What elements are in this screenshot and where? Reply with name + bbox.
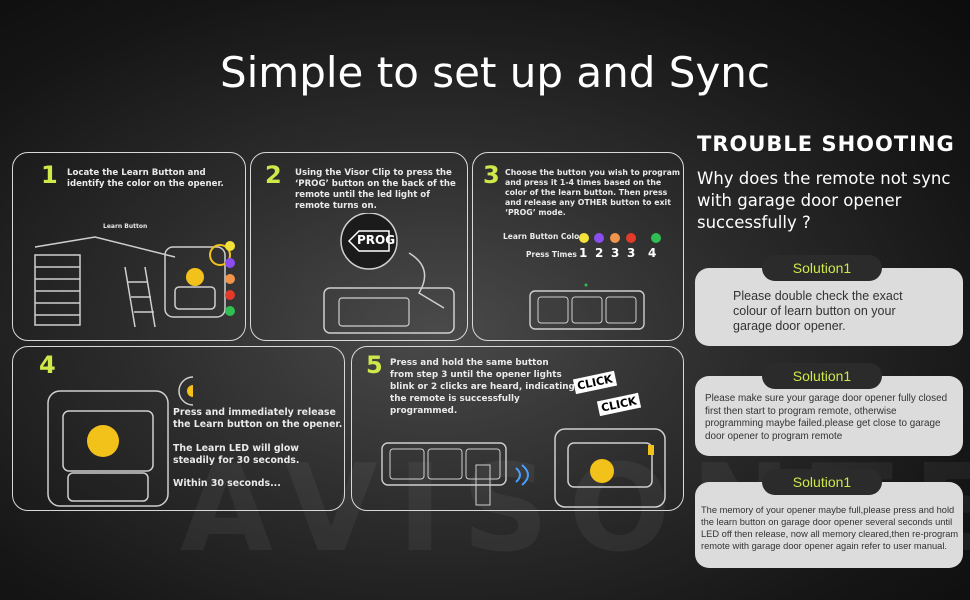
step-number: 3 [483,161,500,189]
step-number: 1 [41,161,58,189]
step-text: Within 30 seconds... [173,478,281,489]
remote-icon [529,283,645,330]
solution-3-box: The memory of your opener maybe full,ple… [695,482,963,568]
step-3-card: 3 Choose the button you wish to program … [472,152,684,341]
bulb-icon [590,459,614,483]
troubleshooting-title: TROUBLE SHOOTING [697,132,955,156]
step-4-card: 4 Press and immediately release the Lear… [12,346,345,511]
led-purple [225,258,235,268]
step-text: Locate the Learn Button and identify the… [67,168,224,189]
solution-3-tag: Solution1 [762,469,882,495]
prog-label: PROG [357,233,396,247]
solution-2-box: Please make sure your garage door opener… [695,376,963,456]
step-text: Choose the button you wish to program an… [505,168,680,217]
color-dot [651,233,661,243]
press-times-value: 2 [595,246,604,260]
led-yellow [225,241,235,251]
remote-icon [381,442,507,506]
solution-text: The memory of your opener maybe full,ple… [701,505,959,551]
press-times-value: 4 [648,246,657,260]
troubleshooting-question: Why does the remote not sync with garage… [697,169,951,232]
bulb-icon [87,425,119,457]
step-1-card: 1 Locate the Learn Button and identify t… [12,152,246,341]
color-dot [594,233,604,243]
signal-icon [515,464,529,486]
led-orange [225,274,235,284]
step-number: 4 [39,351,56,379]
step-text: Press and immediately release the Learn … [173,407,343,430]
hand-icon [475,464,491,506]
solution-text: Please make sure your garage door opener… [705,393,948,442]
press-times-label: Press Times [526,250,577,259]
step-text: Press and hold the same button from step… [390,358,575,416]
step-number: 5 [366,351,383,379]
color-dot [610,233,620,243]
led-green [225,306,235,316]
garage-door-icon [34,236,231,328]
opener-icon [47,376,193,507]
solution-text: Please double check the exact colour of … [733,289,903,333]
led-red [225,290,235,300]
solution-2-tag: Solution1 [762,363,882,389]
learn-button-color-label: Learn Button Color [503,232,583,241]
press-times-value: 1 [579,246,588,260]
press-times-value: 3 [611,246,620,260]
step-text: The Learn LED will glow steadily for 30 … [173,443,300,466]
solution-1-box: Please double check the exact colour of … [695,268,963,346]
color-dot [626,233,636,243]
hand-icon [408,252,445,309]
bulb-icon [186,268,204,286]
solution-1-tag: Solution1 [762,255,882,281]
step-text: Using the Visor Clip to press the ‘PROG’… [295,168,456,211]
step-number: 2 [265,161,282,189]
press-times-value: 3 [627,246,636,260]
click-word: CLICK [572,370,617,395]
ladder-icon [124,266,156,328]
step-2-card: 2 Using the Visor Clip to press the ‘PRO… [250,152,468,341]
remote-icon [323,213,455,334]
learn-button-label: Learn Button [103,223,148,230]
step-5-card: 5 Press and hold the same button from st… [351,346,684,511]
opener-icon [554,428,666,508]
color-dot [579,233,589,243]
page-title: Simple to set up and Sync [219,48,771,97]
